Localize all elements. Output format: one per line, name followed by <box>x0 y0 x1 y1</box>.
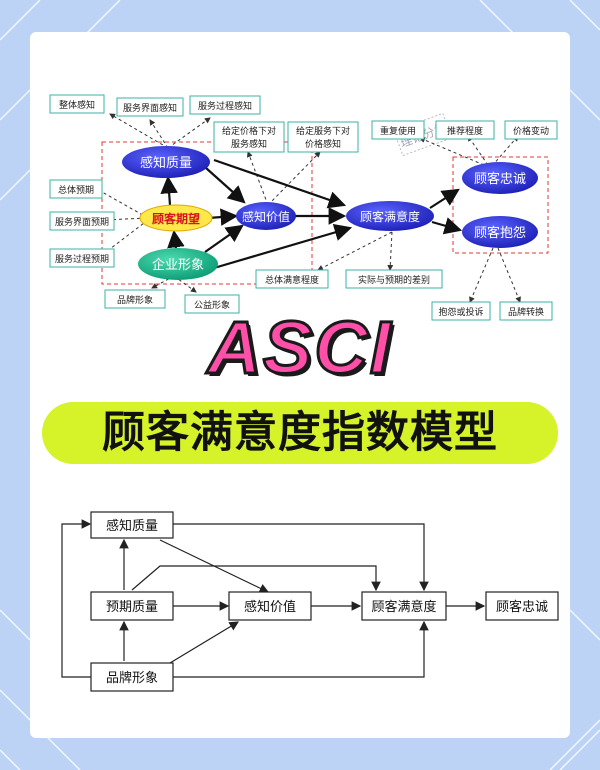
box-service-process-perception: 服务过程感知 <box>198 100 252 112</box>
main-title-pill <box>42 402 558 464</box>
box-recommend-degree: 推荐程度 <box>447 125 483 137</box>
node-perceived-quality <box>90 511 174 539</box>
node-perceived-value <box>228 591 312 621</box>
acronym-title: ASCI <box>206 305 393 391</box>
oval-customer-complaint: 顾客抱怨 <box>462 216 538 248</box>
node-customer-loyalty <box>485 591 559 621</box>
label-perceived-value: 感知价值 <box>244 599 296 615</box>
box-price-given-service-line1: 给定服务下对 <box>296 125 350 137</box>
svg-text:感知价值: 感知价值 <box>242 209 290 224</box>
label-brand-image: 品牌形象 <box>106 670 158 686</box>
box-service-interface-perception: 服务界面感知 <box>123 102 177 114</box>
box-service-interface-expectation: 服务界面预期 <box>55 216 109 228</box>
bottom-diagram: 感知质量 预期质量 品牌形象 感知价值 顾客满意度 顾客忠诚 <box>61 511 559 692</box>
node-brand-image <box>90 662 174 692</box>
svg-text:顾客期望: 顾客期望 <box>152 211 200 226</box>
box-quality-given-price-line2: 服务感知 <box>231 138 267 150</box>
main-title: 顾客满意度指数模型 <box>102 408 498 458</box>
oval-perceived-value: 感知价值 <box>236 202 296 230</box>
label-customer-loyalty: 顾客忠诚 <box>496 599 548 615</box>
box-overall-satisfaction: 总体满意程度 <box>265 274 319 286</box>
svg-text:感知质量: 感知质量 <box>140 155 192 171</box>
svg-text:顾客忠诚: 顾客忠诚 <box>474 171 526 187</box>
box-service-process-expectation: 服务过程预期 <box>55 253 109 265</box>
box-complaint-or-appeal: 抱怨或投诉 <box>438 306 483 318</box>
svg-text:企业形象: 企业形象 <box>152 257 204 273</box>
oval-customer-satisfaction: 顾客满意度 <box>346 201 434 231</box>
label-expected-quality: 预期质量 <box>106 600 158 615</box>
box-public-image: 公益形象 <box>194 299 230 311</box>
label-customer-satisfaction: 顾客满意度 <box>371 599 436 615</box>
oval-customer-loyalty: 顾客忠诚 <box>462 162 538 194</box>
box-price-change: 价格变动 <box>513 125 549 137</box>
svg-text:顾客抱怨: 顾客抱怨 <box>474 225 526 241</box>
top-diagram: 理论分析 感知质量 顾 <box>49 94 558 321</box>
box-brand-image: 品牌形象 <box>117 294 153 306</box>
oval-perceived-quality: 感知质量 <box>122 146 210 178</box>
oval-customer-expectation: 顾客期望 <box>139 204 213 232</box>
box-overall-expectation: 总体预期 <box>58 184 94 196</box>
box-repeat-use: 重复使用 <box>380 125 416 137</box>
box-overall-perception: 整体感知 <box>59 99 95 111</box>
box-quality-given-price-line1: 给定价格下对 <box>222 125 276 137</box>
box-brand-switch: 品牌转换 <box>508 306 544 318</box>
group-rect-right <box>452 156 549 254</box>
svg-text:顾客满意度: 顾客满意度 <box>360 209 420 224</box>
box-actual-vs-expected: 实际与预期的差别 <box>358 274 430 286</box>
label-perceived-quality: 感知质量 <box>106 518 158 534</box>
oval-corporate-image: 企业形象 <box>138 248 218 280</box>
node-expected-quality <box>90 591 174 621</box>
node-customer-satisfaction <box>361 591 447 621</box>
box-price-given-service-line2: 价格感知 <box>305 138 341 150</box>
